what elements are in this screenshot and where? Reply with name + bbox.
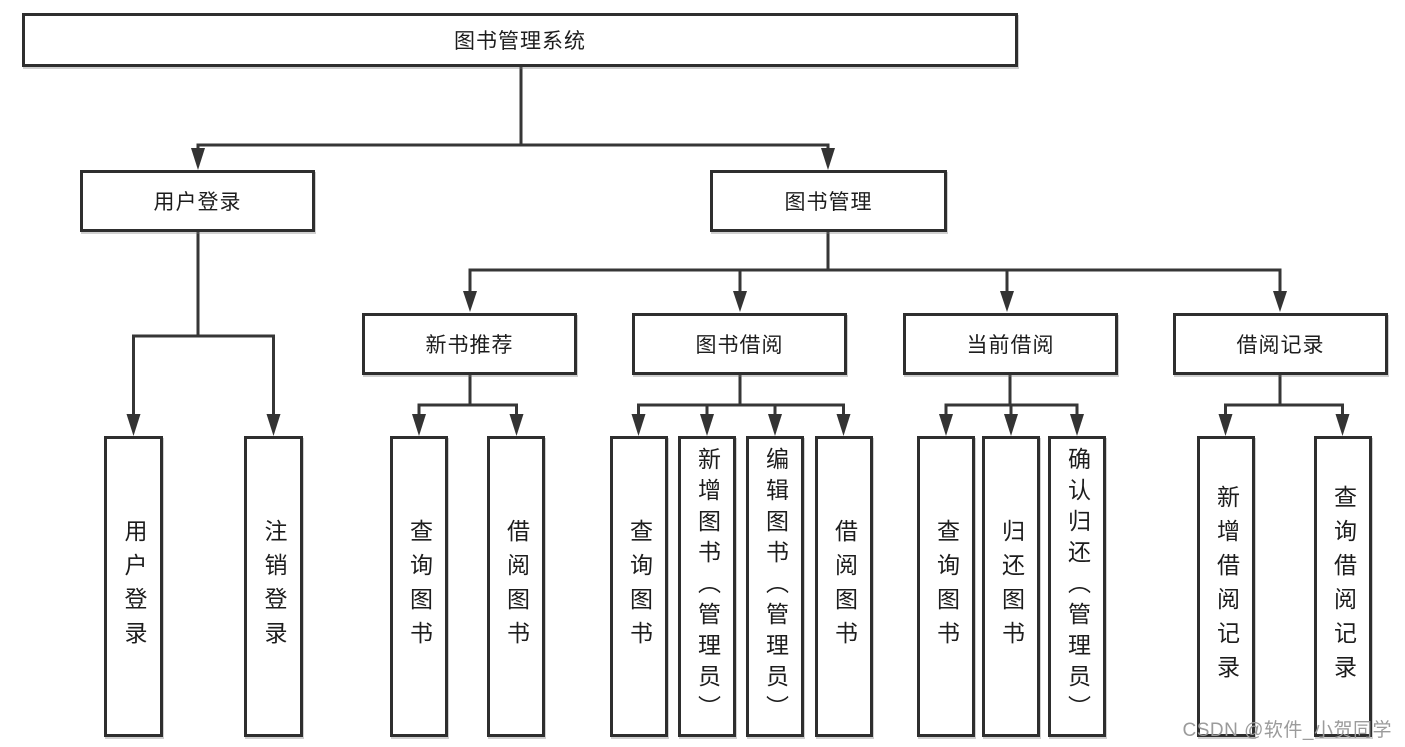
leaf-borrowing-borrow: 借阅图书	[815, 436, 873, 737]
leaf-current-confirm-admin-label: 确认归还（管理员）	[1064, 447, 1091, 726]
node-new-book-recommendation: 新书推荐	[362, 313, 577, 375]
leaf-borrowing-edit-admin-label: 编辑图书（管理员）	[762, 447, 789, 726]
node-root-label: 图书管理系统	[454, 30, 586, 53]
leaf-current-return: 归还图书	[982, 436, 1040, 737]
leaf-records-query-label: 查询借阅记录	[1330, 484, 1357, 689]
leaf-logout: 注销登录	[244, 436, 303, 737]
leaf-current-query-label: 查询图书	[933, 518, 960, 655]
leaf-borrowing-edit-admin: 编辑图书（管理员）	[746, 436, 804, 737]
leaf-current-return-label: 归还图书	[998, 518, 1025, 655]
leaf-borrowing-add-admin-label: 新增图书（管理员）	[694, 447, 721, 726]
node-borrowing-records-label: 借阅记录	[1236, 334, 1325, 357]
leaf-records-add-label: 新增借阅记录	[1213, 484, 1240, 689]
node-root-system: 图书管理系统	[22, 13, 1018, 67]
node-book-management-label: 图书管理	[784, 191, 873, 214]
leaf-current-confirm-admin: 确认归还（管理员）	[1048, 436, 1106, 737]
node-current-borrowing: 当前借阅	[903, 313, 1118, 375]
leaf-borrowing-query: 查询图书	[610, 436, 668, 737]
leaf-newbook-borrow: 借阅图书	[487, 436, 545, 737]
csdn-watermark: CSDN @软件_小贺同学	[1182, 720, 1392, 741]
leaf-newbook-query-label: 查询图书	[406, 518, 433, 655]
node-book-management: 图书管理	[710, 170, 947, 232]
leaf-records-add: 新增借阅记录	[1197, 436, 1255, 737]
leaf-newbook-query: 查询图书	[390, 436, 448, 737]
node-borrowing-records: 借阅记录	[1173, 313, 1388, 375]
leaf-newbook-borrow-label: 借阅图书	[503, 518, 530, 655]
leaf-borrowing-add-admin: 新增图书（管理员）	[678, 436, 736, 737]
node-user-login-label: 用户登录	[153, 191, 242, 214]
node-book-borrowing-label: 图书借阅	[695, 334, 784, 357]
node-current-borrowing-label: 当前借阅	[966, 334, 1055, 357]
leaf-borrowing-query-label: 查询图书	[626, 518, 653, 655]
node-user-login: 用户登录	[80, 170, 315, 232]
leaf-logout-label: 注销登录	[261, 518, 287, 655]
leaf-records-query: 查询借阅记录	[1314, 436, 1372, 737]
node-new-book-recommendation-label: 新书推荐	[425, 334, 514, 357]
node-book-borrowing: 图书借阅	[632, 313, 847, 375]
leaf-borrowing-borrow-label: 借阅图书	[831, 518, 858, 655]
leaf-user-login-label: 用户登录	[121, 518, 147, 655]
leaf-current-query: 查询图书	[917, 436, 975, 737]
leaf-user-login: 用户登录	[104, 436, 163, 737]
